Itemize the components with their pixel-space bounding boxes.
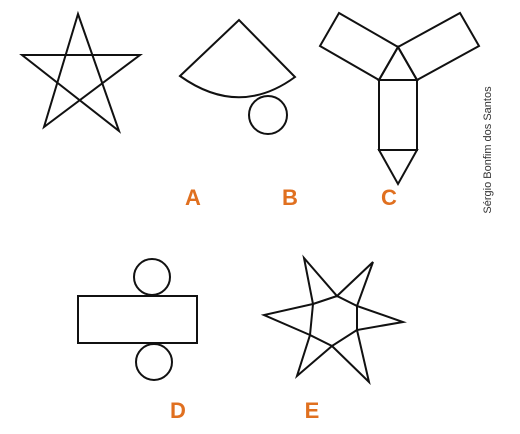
- shape-d-top-circle: [133, 258, 171, 296]
- shape-d-bottom-circle: [135, 343, 173, 381]
- label-a: A: [185, 185, 201, 210]
- label-e: E: [304, 398, 320, 423]
- shape-c-center-triangle: [377, 44, 419, 81]
- shape-b-circle: [248, 95, 288, 135]
- label-b: B: [282, 185, 298, 210]
- shape-d-rectangle: [77, 295, 198, 344]
- shape-c-right-rect: [396, 11, 481, 82]
- shape-c-bottom-triangle: [377, 149, 419, 187]
- shape-c-bottom-rect: [378, 79, 418, 151]
- shape-e-hexagram: [260, 254, 407, 386]
- shape-c-left-rect: [318, 11, 400, 82]
- image-credit: Sérgio Bonfim dos Santos: [482, 86, 494, 214]
- label-c: C: [381, 185, 397, 210]
- label-d: D: [170, 398, 186, 423]
- shape-a-pentagram: [19, 10, 143, 134]
- shape-b-sector: [178, 18, 297, 99]
- shape-e-inner-hexagon: [308, 294, 358, 348]
